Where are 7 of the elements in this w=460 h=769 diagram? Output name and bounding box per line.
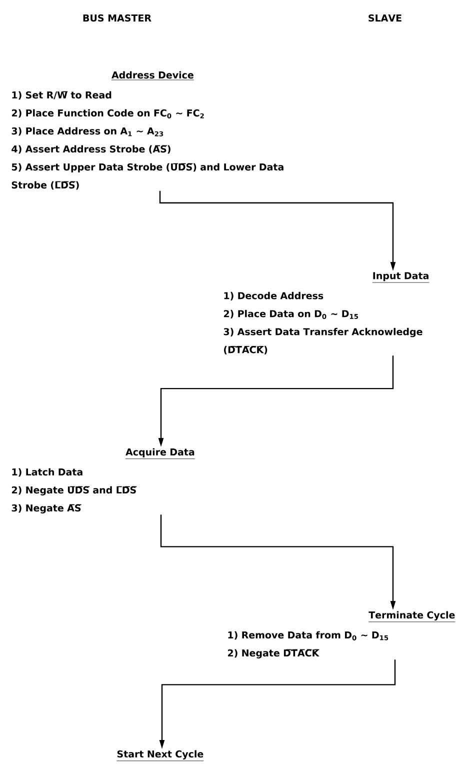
step-list: Address Device 1) Set R/W̅ to Read 2) Place Function Code on FC$_{0}$ ~ FC$_{2}$ 3) Place Address on A$_{1}$ ~ A$_{23}$ 4) Assert Address Strobe (A̅S̅) 5) Assert Upper Data Strobe (U̅D̅S̅) and Lower Data Strobe (L̅D̅S̅) [12,71,284,190]
column-heading: SLAVE [368,14,402,22]
column-heading: BUS MASTER [83,14,152,22]
step-list: Start Next Cycle [116,750,204,762]
step-list: Input Data 1) Decode Address 2) Place Data on D$_{0}$ ~ D$_{15}$ 3) Assert Data Transfer Acknowledge (D̅T̅A̅C̅K̅) [224,272,430,354]
step-list: Acquire Data 1) Latch Data 2) Negate U̅D̅S̅ and L̅D̅S̅ 3) Negate A̅S̅ [12,448,196,514]
step-list: Terminate Cycle 1) Remove Data from D$_{0}$ ~ D$_{15}$ 2) Negate D̅T̅A̅C̅K̅ [228,611,456,658]
